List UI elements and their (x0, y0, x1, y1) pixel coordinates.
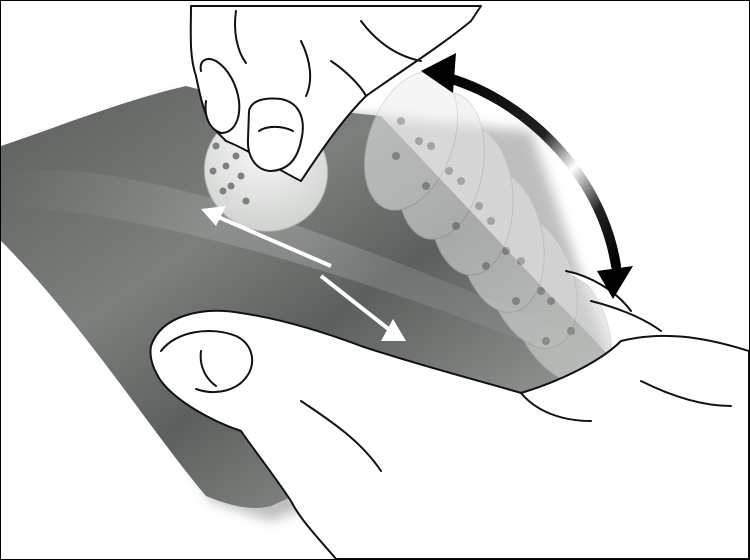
illustration (1, 1, 749, 559)
illustration-frame (0, 0, 750, 560)
